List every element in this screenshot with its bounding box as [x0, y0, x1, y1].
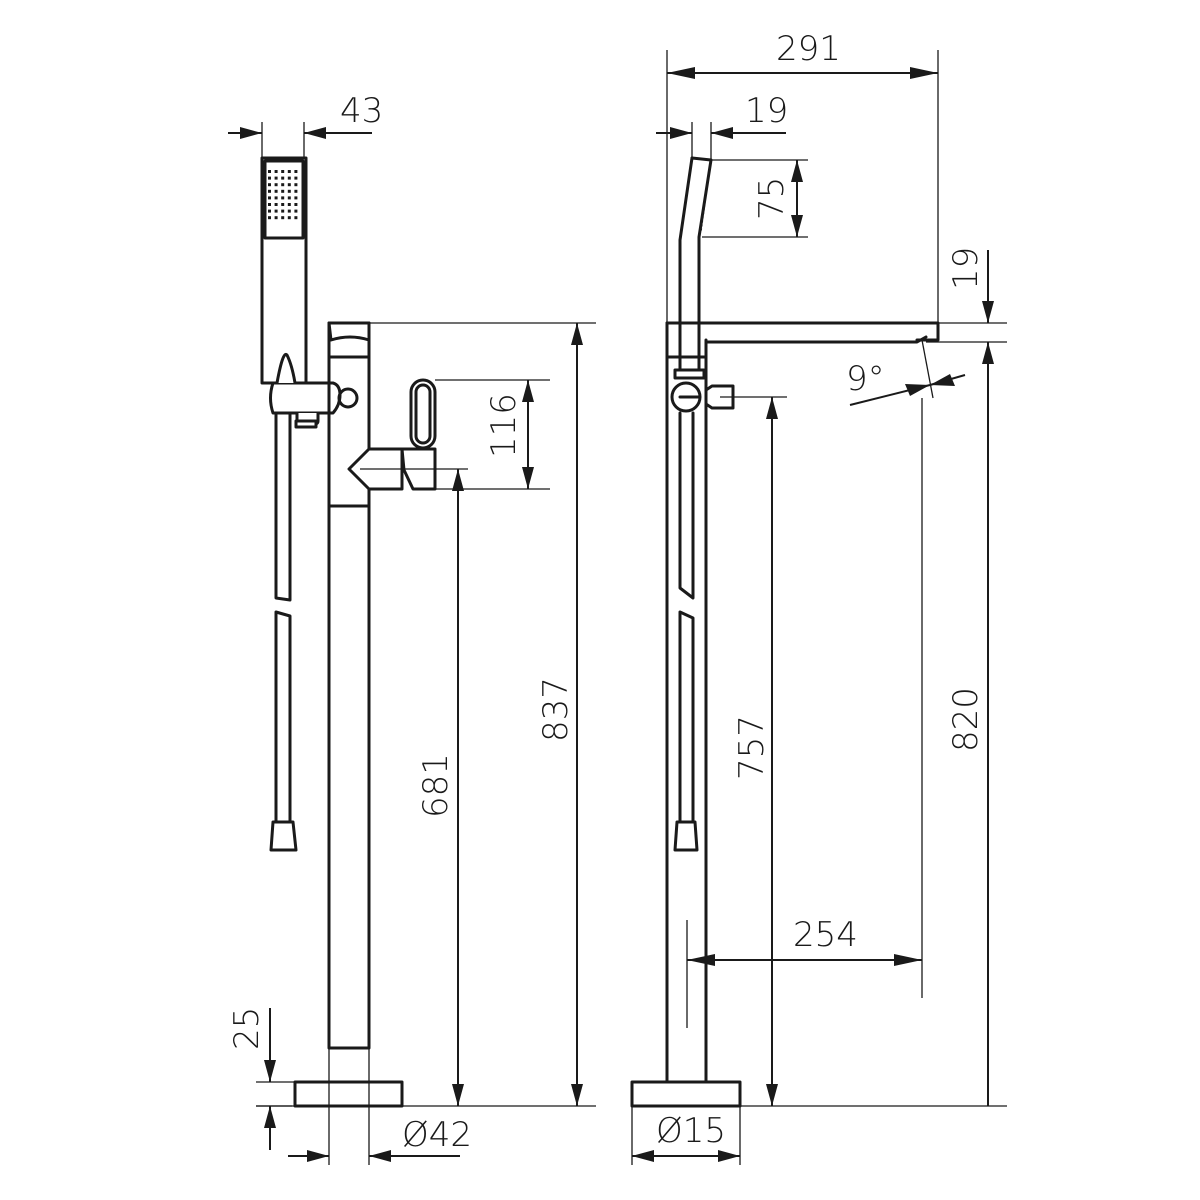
side-hand-shower [670, 156, 735, 413]
dim-handshower-depth: 19 [656, 91, 788, 160]
label-d42: Ø42 [402, 1115, 472, 1155]
label-291: 291 [776, 29, 841, 69]
dim-spout-projection: 254 [686, 398, 923, 1028]
label-254: 254 [793, 915, 858, 955]
mixer-lever [347, 378, 437, 491]
label-837: 837 [536, 677, 576, 742]
dim-base-height: 25 [227, 1007, 295, 1150]
dim-holder-height: 757 [720, 396, 787, 1106]
label-116: 116 [484, 393, 524, 458]
spray-nozzle-grid [268, 170, 298, 220]
dim-lever-height: 116 [435, 379, 550, 490]
dim-spout-angle: 9° [846, 339, 966, 406]
side-view: 291 19 75 19 [630, 29, 1007, 1165]
dim-handshower-width: 43 [228, 91, 383, 158]
mixer-column [327, 321, 371, 1050]
dim-base-diameter: Ø15 [631, 1106, 741, 1165]
label-75: 75 [752, 177, 792, 220]
dim-spray-face: 75 [702, 159, 808, 238]
label-757: 757 [732, 715, 772, 780]
front-base-plate [293, 1080, 404, 1108]
shower-holder-bracket [269, 352, 359, 429]
label-9deg: 9° [846, 359, 885, 399]
dim-overall-reach: 291 [666, 29, 939, 323]
label-d15: Ø15 [656, 1111, 726, 1151]
label-19-spout: 19 [946, 247, 986, 290]
dim-total-height: 837 [369, 322, 596, 1106]
hand-shower-head [260, 156, 308, 385]
dim-spout-thickness: 19 [926, 247, 1007, 1106]
dim-inlet-height: 681 [360, 468, 468, 1106]
front-view: 43 116 681 837 [227, 91, 596, 1165]
side-spout [665, 321, 940, 344]
label-19-top: 19 [745, 91, 788, 131]
label-681: 681 [416, 753, 456, 818]
shower-hose [269, 411, 298, 852]
dim-column-diameter: Ø42 [288, 1048, 472, 1165]
label-820: 820 [946, 687, 986, 752]
label-25: 25 [227, 1007, 267, 1050]
side-base-plate [630, 1080, 742, 1108]
label-43: 43 [340, 91, 383, 131]
side-hose [673, 411, 699, 852]
